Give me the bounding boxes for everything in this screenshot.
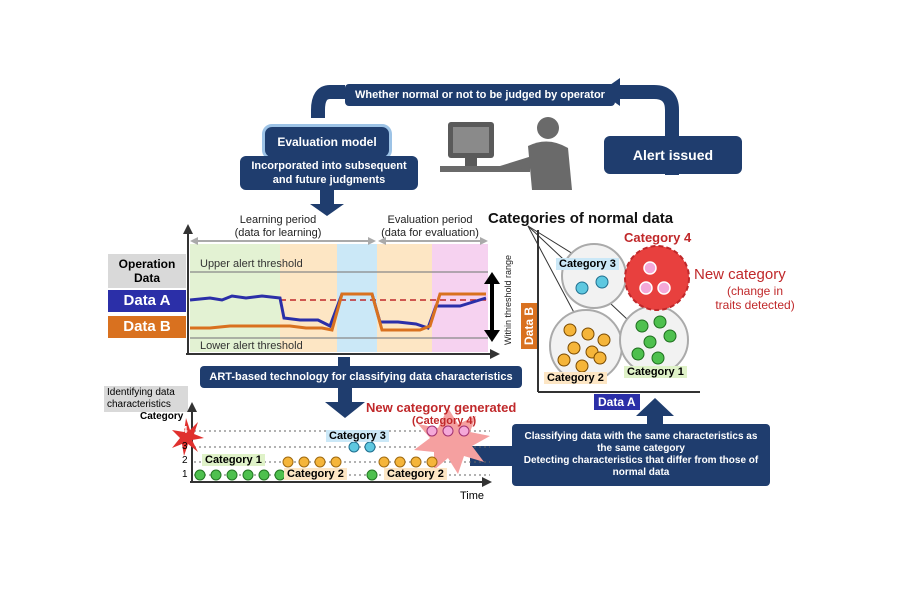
- up-arrow-head: [636, 398, 674, 416]
- down-arrow-head-3: [325, 402, 365, 418]
- cluster-cat3: [561, 243, 627, 309]
- down-arrow-head-1: [310, 204, 344, 216]
- cat1-points: [194, 469, 378, 481]
- categories-title: Categories of normal data: [488, 210, 674, 227]
- timeline-cat2b-label: Category 2: [384, 468, 447, 480]
- classify-box: Classifying data with the same character…: [512, 424, 770, 486]
- new-category-generated-label: New category generated: [366, 400, 517, 415]
- category-axis-label: Category: [140, 411, 184, 422]
- operator-judgment-banner: Whether normal or not to be judged by op…: [345, 84, 615, 106]
- down-arrow-shaft-1: [320, 188, 334, 204]
- data-a-label: Data A: [108, 290, 186, 312]
- tick-label-2: 2: [182, 455, 188, 466]
- cluster-cat2-label: Category 2: [544, 372, 607, 384]
- lower-threshold-label: Lower alert threshold: [200, 340, 303, 352]
- cluster-cat3-label: Category 3: [556, 258, 619, 270]
- evaluation-period-label: Evaluation period (data for evaluation): [381, 214, 479, 239]
- learning-band-orange: [280, 244, 337, 352]
- operation-data-label: Operation Data: [108, 254, 186, 288]
- art-technology-banner: ART-based technology for classifying dat…: [200, 366, 522, 388]
- cat3-points: [348, 441, 376, 453]
- alert-issued-box: Alert issued: [604, 136, 742, 174]
- timeline-cat2a-label: Category 2: [284, 468, 347, 480]
- down-arrow-shaft-3: [338, 388, 352, 402]
- evaluation-band-pink: [432, 244, 488, 352]
- burst-star-icon: [414, 408, 490, 474]
- time-axis-label: Time: [460, 490, 485, 502]
- operator-computer-icon: [440, 117, 572, 190]
- data-b-series-line: [190, 292, 486, 332]
- identifying-label: Identifying data characteristics: [104, 386, 188, 412]
- timeline-cat1-label: Category 1: [202, 454, 265, 466]
- tick-label-3: 3: [182, 441, 188, 452]
- evaluation-band-orange: [377, 244, 432, 352]
- loop-arrow-right: [612, 85, 679, 175]
- learning-band-blue: [337, 244, 377, 352]
- change-traits-label: (change in traits detected): [715, 284, 795, 312]
- upper-threshold-label: Upper alert threshold: [200, 258, 303, 270]
- cluster-axis-b-label: Data B: [521, 302, 538, 350]
- incorporated-box: Incorporated into subsequent and future …: [240, 156, 418, 190]
- cat4-points: [426, 425, 470, 437]
- cluster-cat1-label: Category 1: [624, 366, 687, 378]
- burst-star-icon: [172, 418, 204, 456]
- loop-arrow-left: [311, 85, 345, 118]
- down-arrow-shaft-2: [338, 357, 350, 367]
- cluster-cat4-label: Category 4: [624, 230, 692, 245]
- pointer-cat2: [527, 225, 579, 321]
- new-category-label: New category: [694, 266, 786, 283]
- tick-label-4: 4: [182, 425, 188, 436]
- category4-paren-label: (Category 4): [412, 415, 477, 427]
- cluster-axis-a-label: Data A: [594, 394, 640, 410]
- cluster-cat4: [624, 245, 690, 311]
- timeline-cat3-label: Category 3: [326, 430, 389, 442]
- cat2-points: [282, 456, 438, 468]
- learning-period-label: Learning period (data for learning): [234, 214, 322, 239]
- evaluation-model-label: Evaluation model: [277, 135, 377, 149]
- tick-label-1: 1: [182, 469, 188, 480]
- data-b-label: Data B: [108, 316, 186, 338]
